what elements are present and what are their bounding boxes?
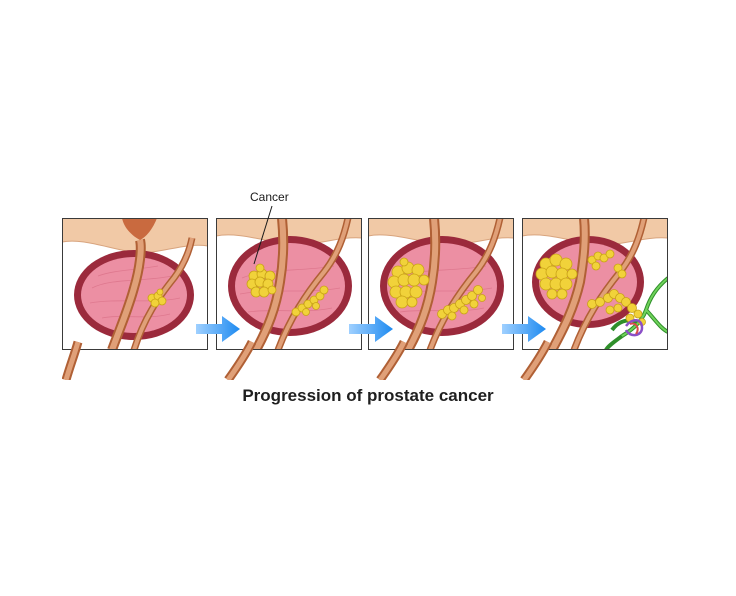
prostate-small-tumor-icon [62, 218, 208, 350]
stage-1-panel [62, 218, 208, 350]
callout-leader-line [253, 205, 273, 265]
tumor-icon [147, 288, 167, 308]
prostate-large-tumor-icon [368, 218, 514, 350]
tumor-icon [246, 263, 329, 317]
stage-3-panel [368, 218, 514, 350]
tumor-icon [387, 257, 486, 321]
prostate-growing-tumor-icon [216, 218, 362, 350]
stage-2-panel [216, 218, 362, 350]
arrow-right-icon [196, 316, 240, 342]
diagram-caption: Progression of prostate cancer [242, 386, 494, 405]
arrow-right-icon [502, 316, 546, 342]
arrow-right-icon [349, 316, 393, 342]
prostate-metastasis-icon [522, 218, 668, 350]
urethra-extension-icon [62, 340, 553, 380]
blood-vessel-icon [624, 319, 644, 337]
cancer-callout-label: Cancer [250, 190, 289, 204]
stage-4-panel [522, 218, 668, 350]
